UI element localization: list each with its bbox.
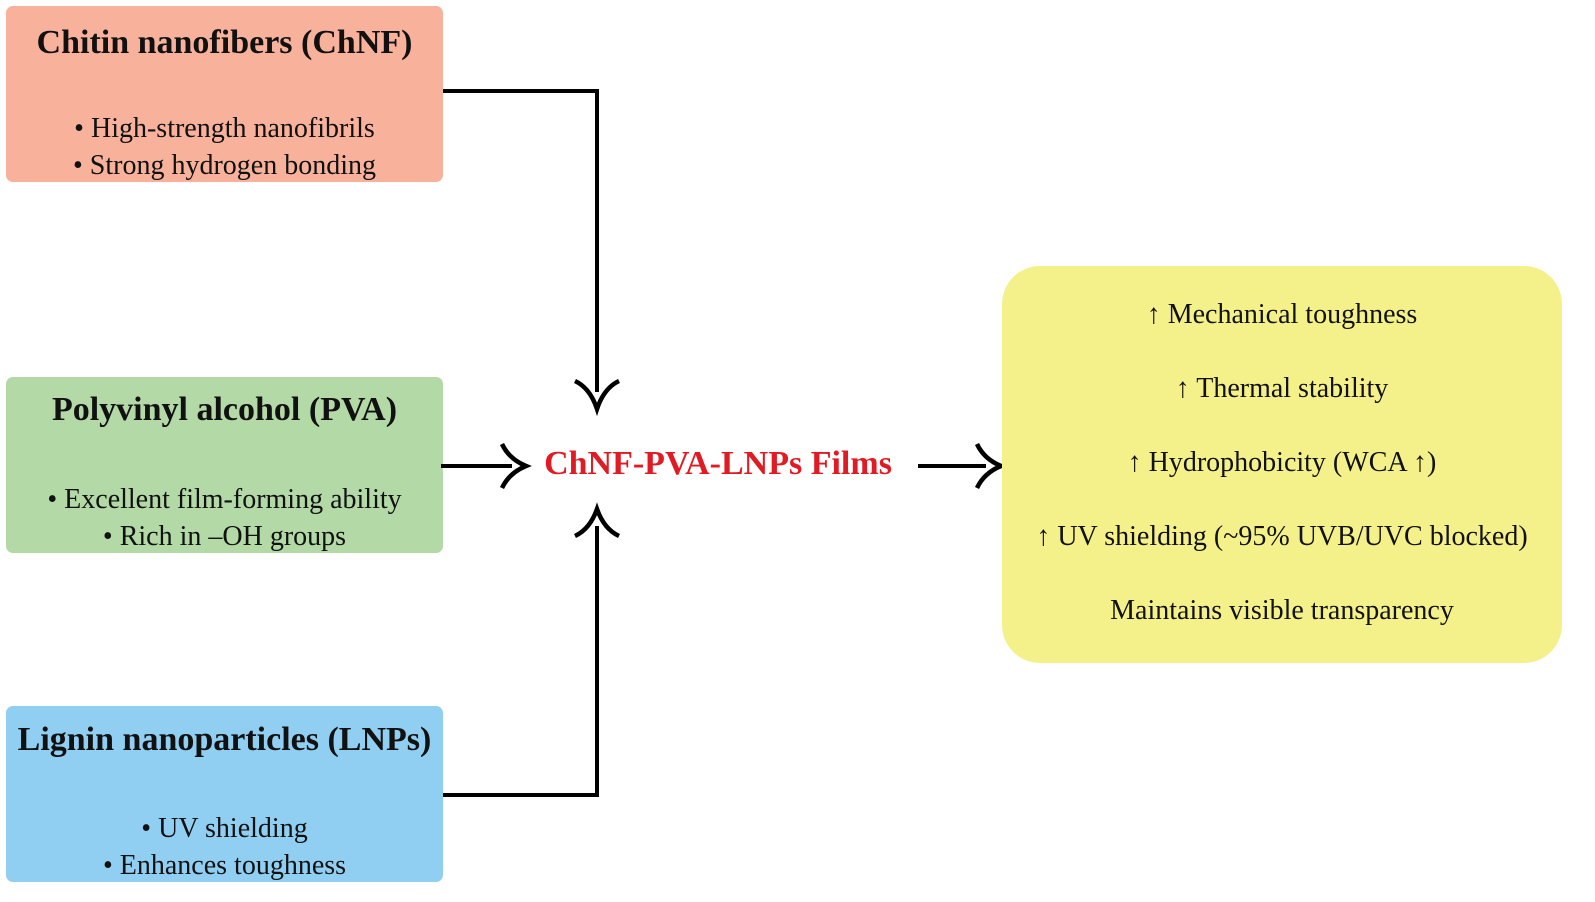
- result-arrowhead-icon: [974, 442, 1007, 490]
- pva-point-2: • Rich in –OH groups: [102, 521, 347, 552]
- chnf-point-2: • Strong hydrogen bonding: [72, 150, 376, 181]
- result-line-1: ↑ Mechanical toughness: [1146, 299, 1418, 330]
- result-line-3: ↑ Hydrophobicity (WCA ↑): [1127, 447, 1437, 478]
- chnf-title: Chitin nanofibers (ChNF): [36, 24, 413, 61]
- chnf-box: Chitin nanofibers (ChNF) • High-strength…: [6, 6, 443, 182]
- result-line-5: Maintains visible transparency: [1110, 595, 1454, 626]
- chnf-arrowhead-icon: [573, 378, 621, 417]
- lnp-point-2: • Enhances toughness: [102, 850, 347, 881]
- pva-title: Polyvinyl alcohol (PVA): [51, 391, 398, 428]
- result-line-4: ↑ UV shielding (~95% UVB/UVC blocked): [1036, 521, 1528, 552]
- chnf-point-1: • High-strength nanofibrils: [74, 113, 375, 144]
- result-box: ↑ Mechanical toughness ↑ Thermal stabili…: [1002, 266, 1562, 663]
- lnp-point-1: • UV shielding: [141, 813, 308, 844]
- pva-point-1: • Excellent film-forming ability: [47, 484, 402, 515]
- lnp-box: Lignin nanoparticles (LNPs) • UV shieldi…: [6, 706, 443, 882]
- pva-arrowhead-icon: [499, 442, 532, 490]
- result-line-2: ↑ Thermal stability: [1175, 373, 1389, 404]
- center-product-label: ChNF-PVA-LNPs Films: [544, 445, 892, 482]
- lnp-title: Lignin nanoparticles (LNPs): [17, 721, 432, 758]
- chnf-connector-line: [443, 89, 599, 392]
- pva-box: Polyvinyl alcohol (PVA) • Excellent film…: [6, 377, 443, 553]
- lnp-arrowhead-icon: [573, 502, 621, 539]
- lnp-connector-line: [443, 526, 599, 797]
